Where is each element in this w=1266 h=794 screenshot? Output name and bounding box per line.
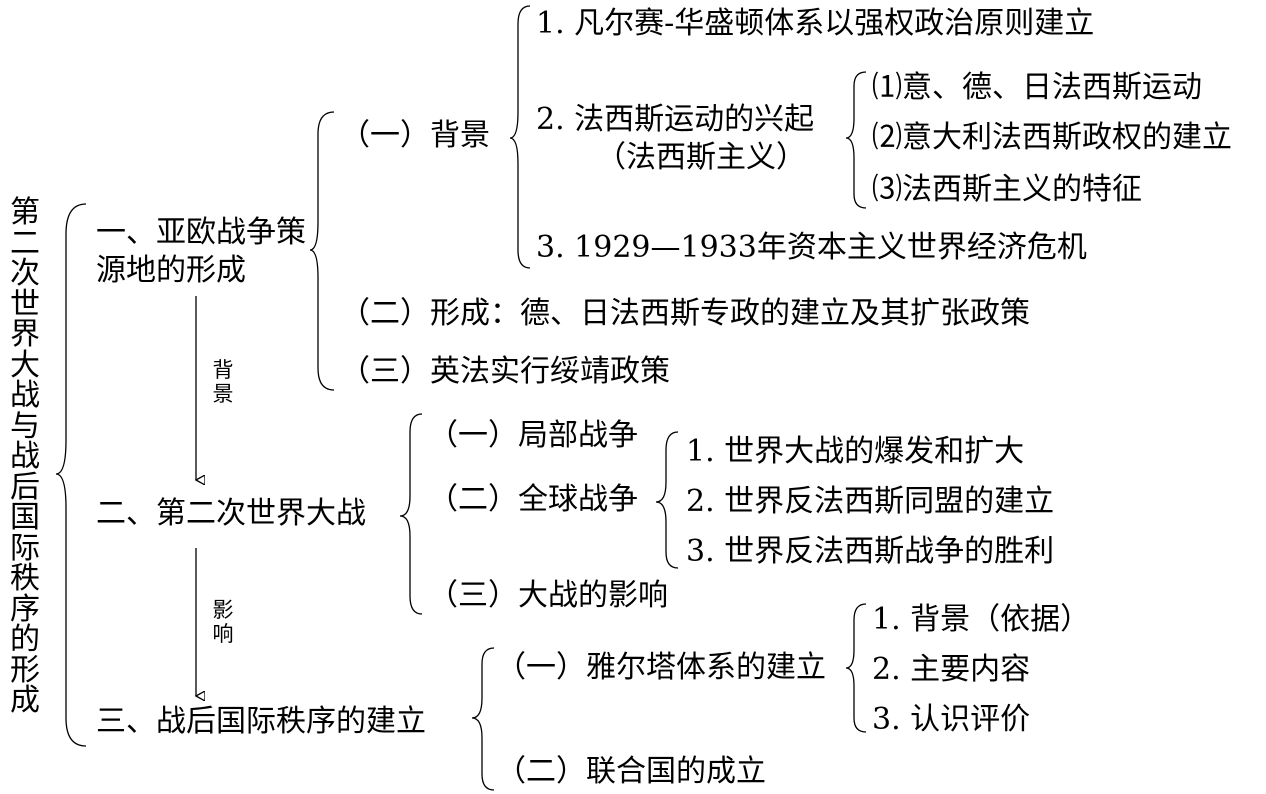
arrow2-label: 影响 bbox=[212, 598, 234, 646]
main-title: 第二次世界大战与战后国际秩序的形成 bbox=[10, 195, 40, 718]
background-item-2-line2: （法西斯主义） bbox=[596, 140, 806, 175]
section1-title: 一、亚欧战争策源地的形成 bbox=[96, 215, 306, 288]
background-label: （一）背景 bbox=[340, 118, 490, 153]
yalta-item: （一）雅尔塔体系的建立 bbox=[496, 650, 826, 685]
section3-brace bbox=[471, 647, 495, 791]
section2-brace bbox=[399, 413, 423, 615]
formation-item: （二）形成：德、日法西斯专政的建立及其扩张政策 bbox=[340, 296, 1030, 331]
local-war-item: （一）局部战争 bbox=[428, 418, 638, 453]
global-war-sub-1: 1. 世界大战的爆发和扩大 bbox=[686, 434, 1025, 469]
un-item: （二）联合国的成立 bbox=[496, 754, 766, 789]
global-war-sub-3: 3. 世界反法西斯战争的胜利 bbox=[686, 534, 1055, 569]
main-brace bbox=[55, 203, 87, 747]
section2-title: 二、第二次世界大战 bbox=[96, 496, 366, 531]
background-item-2-line1: 2. 法西斯运动的兴起 bbox=[536, 102, 815, 137]
yalta-sub-1: 1. 背景（依据） bbox=[872, 602, 1091, 637]
yalta-sub-2: 2. 主要内容 bbox=[872, 652, 1031, 687]
background-item-3: 3. 1929—1933年资本主义世界经济危机 bbox=[536, 230, 1087, 265]
background-item-1: 1. 凡尔赛-华盛顿体系以强权政治原则建立 bbox=[536, 6, 1095, 41]
fascism-sub-3: ⑶法西斯主义的特征 bbox=[872, 172, 1142, 207]
global-war-sub-2: 2. 世界反法西斯同盟的建立 bbox=[686, 484, 1055, 519]
impact-item: （三）大战的影响 bbox=[428, 578, 668, 613]
appeasement-item: （三）英法实行绥靖政策 bbox=[340, 354, 670, 389]
global-war-brace bbox=[655, 431, 679, 569]
section1-brace bbox=[309, 111, 335, 391]
arrow1-label: 背景 bbox=[212, 358, 234, 406]
yalta-brace bbox=[845, 603, 867, 733]
fascism-sub-2: ⑵意大利法西斯政权的建立 bbox=[872, 120, 1232, 155]
section3-title: 三、战后国际秩序的建立 bbox=[96, 704, 426, 739]
fascism-brace bbox=[845, 71, 867, 209]
fascism-sub-1: ⑴意、德、日法西斯运动 bbox=[872, 70, 1202, 105]
background-brace bbox=[509, 5, 531, 269]
yalta-sub-3: 3. 认识评价 bbox=[872, 702, 1031, 737]
global-war-item: （二）全球战争 bbox=[428, 482, 638, 517]
